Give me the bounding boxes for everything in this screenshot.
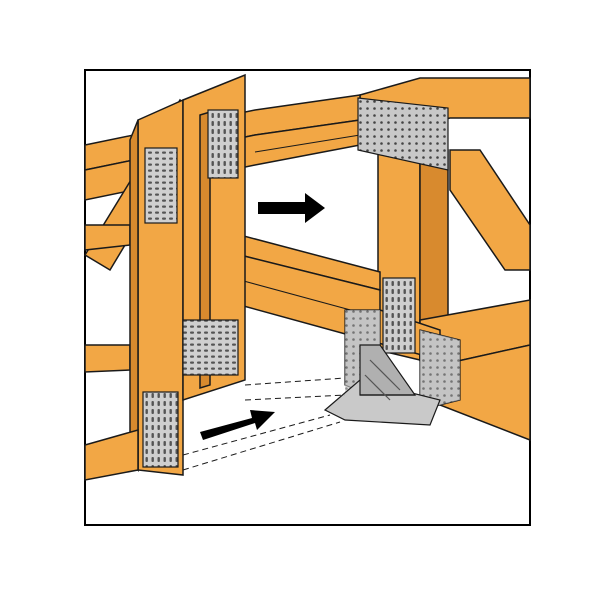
bracket-base [323,379,441,426]
nail-plate-5 [357,97,449,171]
center-post-side [199,110,211,390]
arrow-right-icon [200,410,275,440]
left-bottom-chord [84,429,139,481]
nail-plates [142,97,449,468]
nail-plate-1 [144,147,178,224]
left-post-side [129,119,139,473]
arrow-right-icon [258,193,325,223]
left-web [84,224,131,251]
left-lower-chord [84,344,131,373]
web-diagonal-right [449,149,531,271]
nail-plate-4 [142,391,179,468]
nail-plate-2 [207,109,239,179]
angle-bracket [323,309,461,426]
guide-lines [182,377,346,471]
nail-plate-3 [182,319,239,376]
nail-plate-6 [382,277,416,354]
